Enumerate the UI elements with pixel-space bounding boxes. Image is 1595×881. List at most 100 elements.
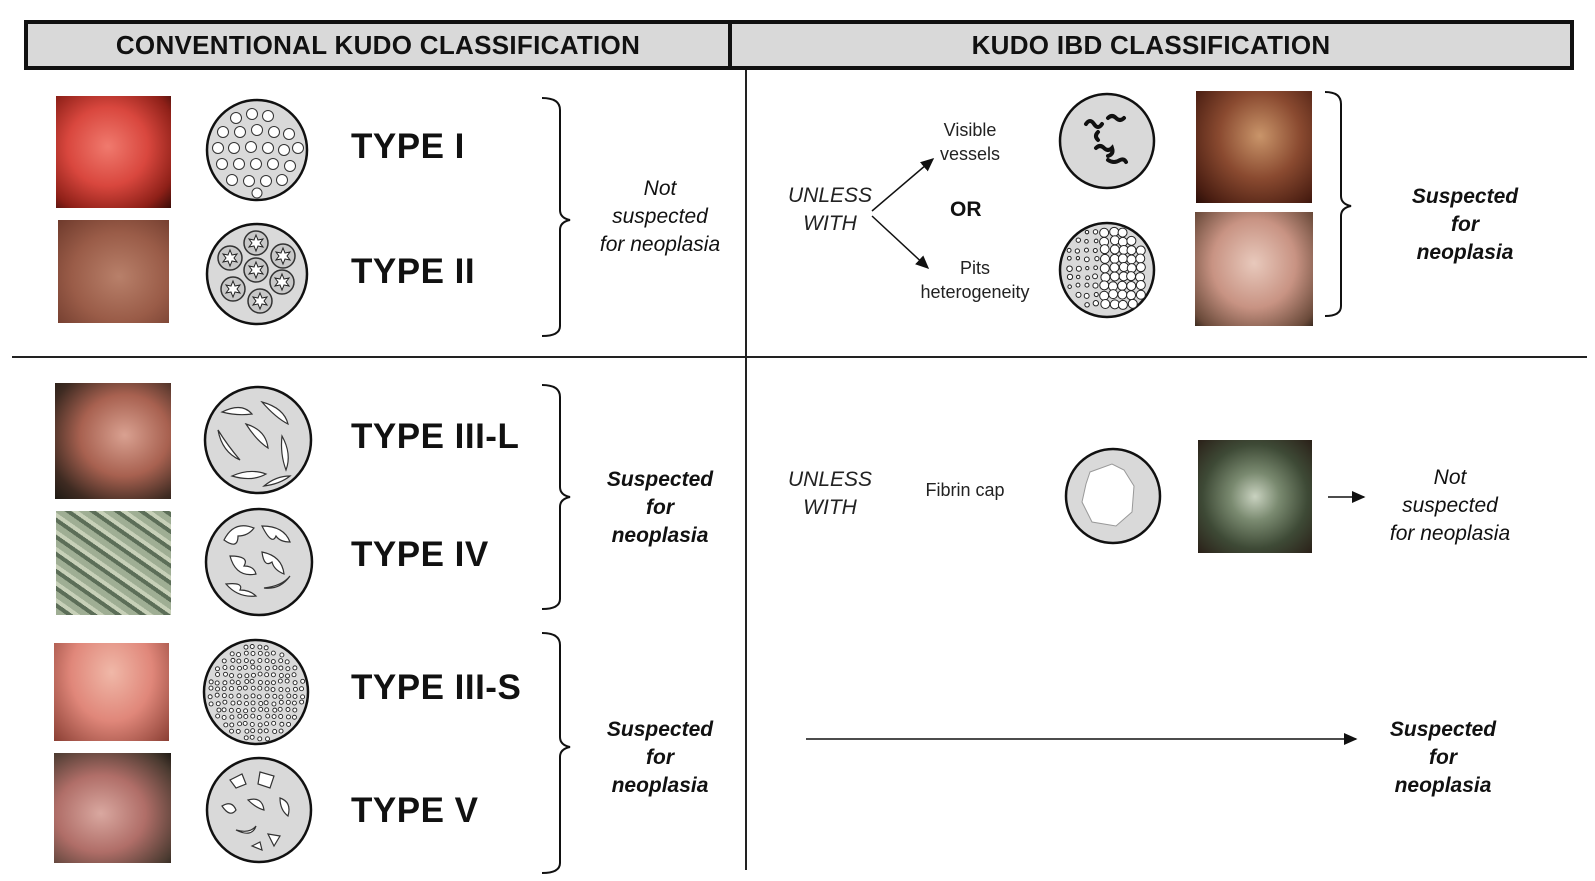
pit-dot	[1109, 262, 1120, 273]
pit-dot	[1093, 238, 1099, 244]
pit-dot	[250, 713, 256, 719]
pit-dot	[229, 728, 235, 734]
pit-dot	[237, 685, 243, 691]
bracket-group-1	[541, 97, 571, 337]
pit-dot	[244, 701, 249, 707]
pit-dot	[285, 687, 291, 693]
pit-dot	[257, 736, 263, 742]
pit-dot	[1066, 255, 1072, 261]
pit-dot	[1126, 271, 1137, 282]
or-label: OR	[950, 198, 982, 221]
pit-dot	[291, 700, 297, 706]
pit-dot	[228, 693, 234, 699]
pit-dot	[257, 644, 263, 650]
pit-dot	[1109, 244, 1120, 255]
pit-dot	[1084, 282, 1090, 288]
pit-pattern-type-5-icon	[205, 756, 313, 864]
pit-dot	[208, 679, 214, 685]
pit-dot	[1084, 302, 1090, 308]
pit-dot	[222, 699, 228, 705]
pit-dot	[223, 722, 229, 728]
pit-dot	[235, 680, 241, 686]
pit-dot	[300, 678, 306, 684]
pit-dot	[249, 678, 255, 684]
pit-dot	[257, 728, 263, 734]
pit-dot	[1099, 290, 1110, 301]
endoscopy-photo-type-3s	[54, 643, 169, 741]
arrow-to-pits-heterogeneity	[871, 215, 930, 270]
pit-pattern-type-3s-icon	[202, 638, 310, 746]
endoscopy-photo-type-5	[54, 753, 171, 863]
pit-dot	[1084, 239, 1089, 244]
pit-dot	[243, 644, 249, 650]
pit-dot	[285, 666, 291, 672]
pit-dot	[1092, 300, 1100, 307]
pit-dot	[223, 671, 228, 677]
pit-dot	[277, 706, 283, 712]
pit-dot	[243, 713, 249, 719]
pit-dot	[243, 735, 249, 741]
type-1-label: TYPE I	[351, 127, 465, 166]
pit-dot	[265, 713, 271, 719]
pit-dot	[286, 721, 292, 727]
pit-dot	[265, 736, 270, 742]
pit-dot	[249, 721, 255, 727]
pit-dot	[229, 673, 234, 678]
pit-dot	[229, 665, 235, 671]
pit-dot	[270, 650, 276, 656]
pit-dot	[270, 672, 276, 678]
pit-dot	[221, 693, 227, 699]
pit-dot	[214, 692, 220, 698]
pit-dot	[257, 658, 263, 663]
pit-dot	[285, 699, 291, 705]
type-4-label: TYPE IV	[351, 535, 489, 574]
pit-dot	[1092, 229, 1099, 235]
endoscopy-photo-fibrin-cap	[1198, 440, 1312, 553]
pit-dot	[1126, 280, 1137, 291]
pit-dot	[221, 715, 227, 720]
pit-dot	[1066, 273, 1074, 281]
endoscopy-photo-type-4	[56, 511, 171, 615]
header-conventional-kudo: CONVENTIONAL KUDO CLASSIFICATION	[24, 20, 732, 70]
endoscopy-photo-type-1	[56, 96, 171, 208]
unless-with-label-1: UNLESS WITH	[787, 184, 873, 235]
pit-dot	[272, 693, 278, 699]
pit-dot	[1117, 299, 1128, 310]
pit-dot	[243, 650, 249, 656]
pit-dot	[230, 657, 236, 663]
pit-dot	[250, 700, 256, 706]
pit-dot	[249, 659, 255, 665]
pit-dot	[250, 664, 256, 670]
pit-pattern-heterogeneity-icon	[1058, 221, 1156, 319]
pit-dot	[1092, 282, 1099, 289]
pit-dot	[1083, 292, 1090, 299]
type-3s-label: TYPE III-S	[351, 668, 522, 707]
pit-dot	[243, 658, 249, 664]
endoscopy-photo-visible-vessels	[1196, 91, 1312, 203]
pit-dot	[1099, 244, 1110, 255]
pit-dot	[299, 686, 304, 692]
pit-dot	[1117, 227, 1128, 238]
endoscopy-photo-pits-heterogeneity	[1195, 212, 1313, 326]
pit-dot	[258, 706, 264, 712]
pit-dot	[278, 658, 284, 664]
pit-dot	[284, 659, 290, 665]
pit-dot	[292, 686, 298, 692]
pit-dot	[285, 707, 291, 712]
pit-dot	[215, 713, 221, 719]
pit-dot	[263, 700, 269, 706]
pit-dot	[250, 707, 256, 713]
pit-dot	[257, 679, 263, 685]
pit-pattern-type-4-icon	[204, 507, 314, 617]
bracket-ibd	[1324, 91, 1352, 317]
pit-dot	[1126, 254, 1137, 265]
pit-dot	[256, 715, 262, 720]
pit-dot	[1092, 273, 1098, 280]
pit-pattern-type-2-icon	[205, 222, 309, 326]
pit-dot	[264, 686, 270, 692]
pit-dot	[249, 734, 255, 740]
pit-dot	[1109, 235, 1120, 246]
pit-dot	[292, 665, 298, 671]
pit-dot	[215, 666, 220, 672]
